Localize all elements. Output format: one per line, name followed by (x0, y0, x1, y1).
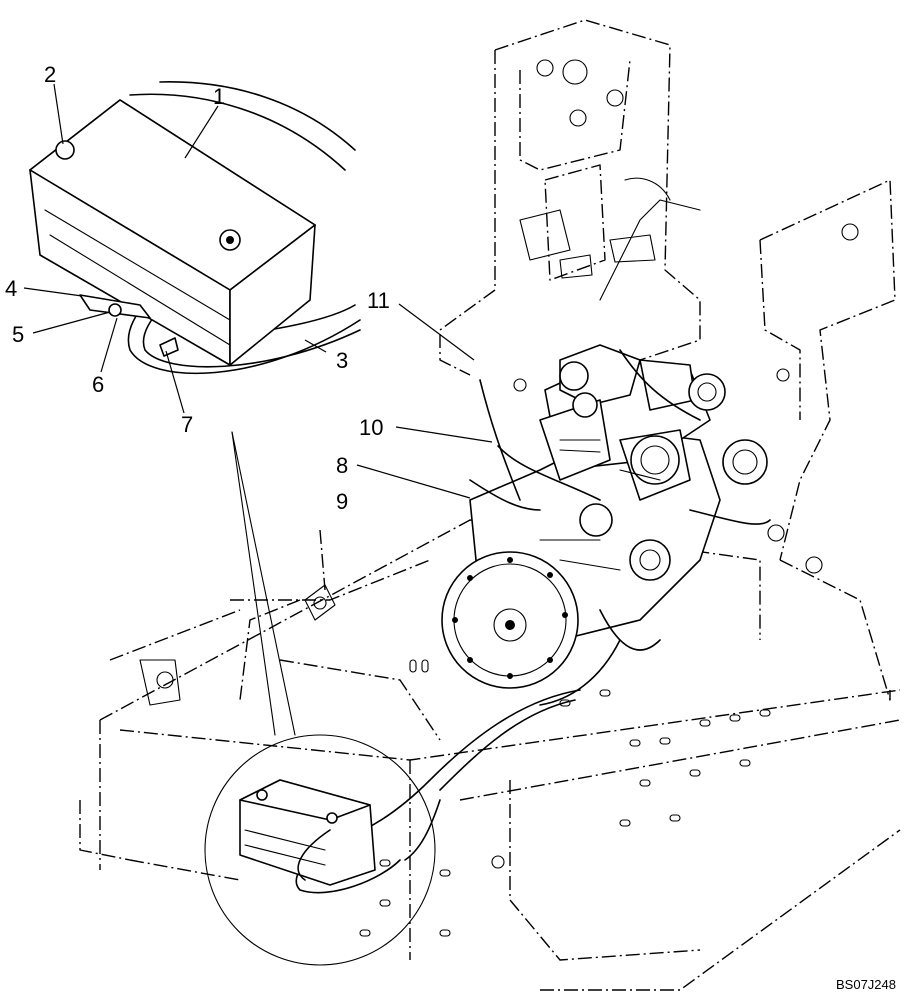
callout-5: 5 (12, 322, 24, 347)
callout-4: 4 (5, 276, 17, 301)
machine-frame (79, 19, 901, 991)
callout-3: 3 (336, 348, 348, 373)
callout-1: 1 (213, 84, 225, 109)
callout-6: 6 (92, 372, 104, 397)
engine-assembly (441, 177, 771, 689)
callout-8: 8 (336, 453, 348, 478)
callout-9: 9 (336, 489, 348, 514)
callout-2: 2 (44, 62, 56, 87)
callout-7: 7 (181, 412, 193, 437)
battery-location (204, 431, 436, 966)
battery-detail (29, 81, 361, 375)
callout-leaders (23, 83, 493, 499)
callout-10: 10 (359, 415, 383, 440)
callout-11: 11 (367, 288, 390, 313)
figure-code: BS07J248 (836, 977, 896, 992)
callout-labels: 1 2 3 4 5 6 7 8 9 10 11 (5, 62, 390, 514)
